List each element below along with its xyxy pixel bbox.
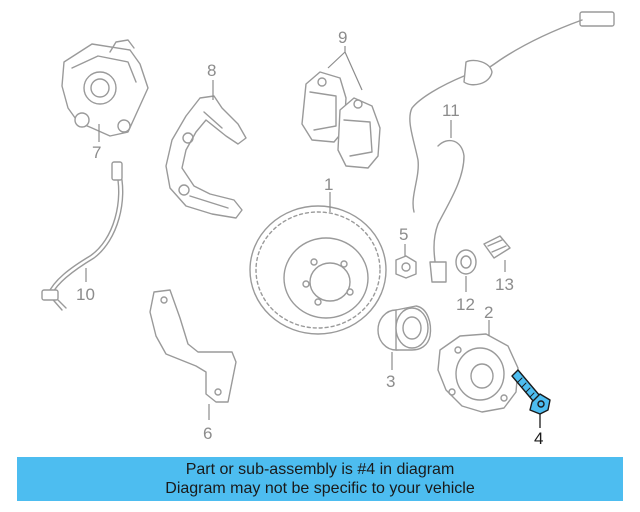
callout-9: 9: [338, 28, 347, 47]
highlighted-bolt-part[interactable]: [511, 369, 551, 415]
caliper-part: [61, 39, 149, 137]
callout-7: 7: [92, 143, 101, 162]
brake-hose-part: [41, 161, 124, 311]
callout-13: 13: [495, 275, 514, 294]
banner-line-1: Part or sub-assembly is #4 in diagram: [185, 461, 455, 478]
parts-diagram: 7 8 9 1 10: [41, 11, 615, 448]
brake-rotor-part: [249, 205, 387, 335]
brake-pads-part: [301, 71, 381, 169]
wheel-hub-part: [437, 333, 519, 413]
seal-ring-part: [455, 249, 477, 275]
callout-12: 12: [456, 295, 475, 314]
callout-3: 3: [386, 372, 395, 391]
banner-line-2: Diagram may not be specific to your vehi…: [165, 480, 475, 497]
callout-5: 5: [399, 225, 408, 244]
splash-shield-part: [149, 289, 237, 403]
callout-10: 10: [76, 285, 95, 304]
callout-11: 11: [442, 101, 460, 120]
nut-part: [395, 255, 417, 279]
caliper-bracket-part: [165, 95, 247, 219]
callout-1: 1: [324, 175, 333, 194]
callout-4: 4: [534, 429, 543, 448]
callout-6: 6: [203, 424, 212, 443]
sensor-sleeve-part: [483, 235, 511, 259]
speed-sensor-part: [409, 11, 615, 283]
callout-8: 8: [207, 61, 216, 80]
leader-9: [327, 46, 363, 91]
info-banner: Part or sub-assembly is #4 in diagram Di…: [17, 457, 623, 501]
callout-2: 2: [484, 303, 493, 322]
wheel-bearing-part: [377, 305, 432, 351]
